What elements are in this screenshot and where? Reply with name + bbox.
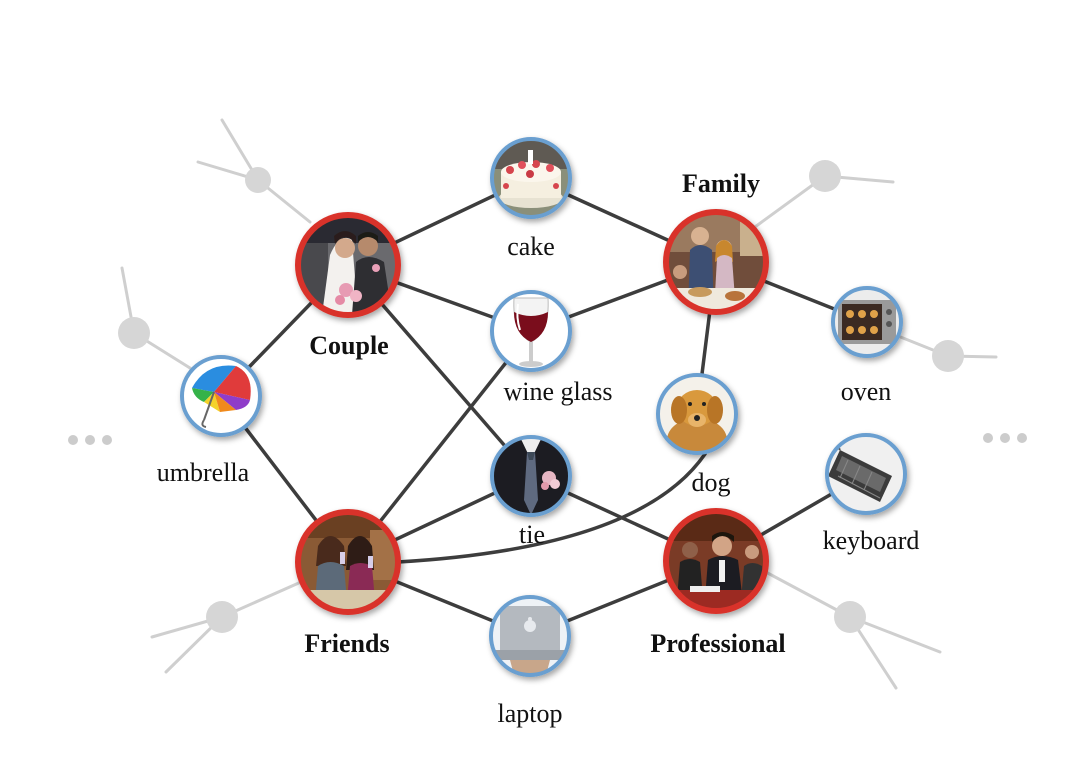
- scene-ring: [663, 209, 769, 315]
- node-layer: [180, 137, 907, 677]
- object-ring: [825, 433, 907, 515]
- node-cake[interactable]: [490, 137, 572, 219]
- node-label-oven: oven: [841, 377, 892, 406]
- faded-node: [809, 160, 841, 192]
- object-ring: [490, 290, 572, 372]
- ellipsis-dot: [983, 433, 993, 443]
- node-professional[interactable]: [663, 508, 769, 614]
- faded-node: [932, 340, 964, 372]
- node-label-dog: dog: [692, 468, 731, 497]
- edge-friends-dog: [396, 452, 707, 564]
- ellipsis-dot: [102, 435, 112, 445]
- object-ring: [656, 373, 738, 455]
- ellipsis-dot: [68, 435, 78, 445]
- faded-edge: [848, 615, 942, 654]
- dog-icon: [658, 375, 736, 453]
- ellipsis-dot: [1000, 433, 1010, 443]
- scene-ring: [295, 212, 401, 318]
- ellipsis-dot: [1017, 433, 1027, 443]
- node-keyboard[interactable]: [825, 433, 907, 515]
- faded-node: [245, 167, 271, 193]
- node-laptop[interactable]: [489, 595, 571, 677]
- faded-edge: [220, 576, 312, 619]
- node-friends[interactable]: [295, 509, 401, 615]
- faded-edge: [760, 568, 852, 619]
- node-label-friends: Friends: [304, 629, 389, 658]
- ellipsis-right: [983, 433, 1027, 443]
- faded-node: [206, 601, 238, 633]
- node-label-family: Family: [682, 169, 760, 198]
- node-umbrella[interactable]: [180, 355, 262, 437]
- node-dog[interactable]: [656, 373, 738, 462]
- keyboard-icon: [827, 435, 905, 513]
- node-tie[interactable]: [490, 435, 572, 517]
- node-label-wine-glass: wine glass: [503, 377, 612, 406]
- laptop-icon: [491, 597, 569, 675]
- label-layer: Couple Family Friends Professional cake …: [157, 169, 920, 728]
- node-label-tie: tie: [519, 520, 545, 549]
- tie-icon: [492, 437, 570, 515]
- umbrella-icon: [182, 357, 260, 435]
- ellipsis-dot: [85, 435, 95, 445]
- node-oven[interactable]: [831, 286, 903, 358]
- object-ring: [490, 435, 572, 517]
- wine-glass-icon: [492, 292, 570, 370]
- faded-node: [118, 317, 150, 349]
- ellipsis-left: [68, 435, 112, 445]
- cake-icon: [492, 139, 570, 217]
- scene-ring: [295, 509, 401, 615]
- object-ring: [489, 595, 571, 677]
- node-label-laptop: laptop: [498, 699, 563, 728]
- node-wine-glass[interactable]: [490, 290, 572, 372]
- scene-ring: [663, 508, 769, 614]
- node-label-cake: cake: [507, 232, 555, 261]
- node-label-umbrella: umbrella: [157, 458, 250, 487]
- object-ring: [490, 137, 572, 219]
- object-ring: [831, 286, 903, 358]
- node-label-professional: Professional: [650, 629, 785, 658]
- node-label-keyboard: keyboard: [823, 526, 920, 555]
- object-ring: [180, 355, 262, 437]
- node-label-couple: Couple: [309, 331, 388, 360]
- faded-node: [834, 601, 866, 633]
- node-couple[interactable]: [295, 212, 401, 318]
- faded-context-layer: [68, 118, 1027, 690]
- node-family[interactable]: [663, 209, 769, 315]
